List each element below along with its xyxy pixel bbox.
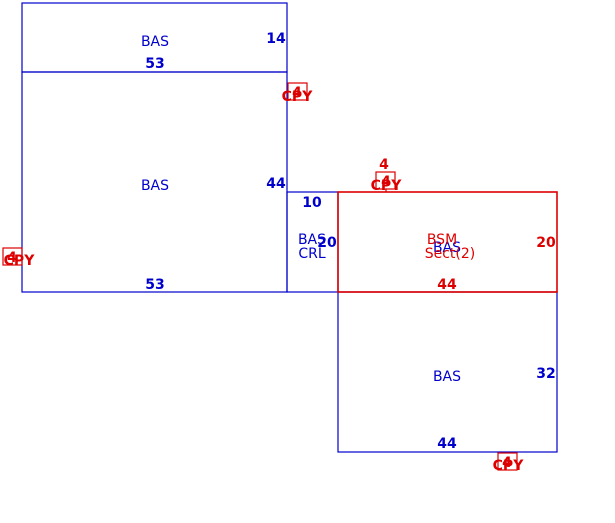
- bsm-label-1: BSM: [427, 232, 457, 248]
- left-bas-area: BAS 44 53: [21, 71, 288, 293]
- top-bas-label: BAS: [141, 34, 169, 50]
- bas-crl-area: 10 BAS CRL 20: [286, 191, 339, 293]
- cpy-box: [2, 247, 23, 266]
- top-bas-height-dim: 14: [266, 31, 286, 47]
- left-bas-outline: [21, 71, 288, 293]
- left-bas-width-dim: 53: [145, 277, 164, 293]
- left-bas-height-dim: 44: [266, 176, 286, 192]
- cpy-label: CPY: [371, 178, 403, 194]
- cpy-label: CPY: [493, 458, 525, 474]
- bsm-area: BAS BSM Sect(2) 20 44: [337, 191, 558, 293]
- left-bas-label: BAS: [141, 178, 169, 194]
- cpy-box: [497, 452, 518, 471]
- bsm-overlay-bas-label: BAS: [433, 240, 461, 256]
- cpy-glyph: 4: [292, 85, 302, 101]
- cpy-label: CPY: [282, 89, 314, 105]
- lower-bas-height-dim: 32: [536, 366, 555, 382]
- cpy-glyph: 4: [381, 174, 391, 190]
- cpy-step-dim: 4: [379, 157, 389, 173]
- bsm-height-dim: 20: [536, 235, 556, 251]
- cpy-label: CPY: [4, 253, 36, 269]
- cpy-glyph: 4: [7, 250, 17, 266]
- bas-crl-label-2: CRL: [298, 246, 326, 262]
- bsm-label-2: Sect(2): [425, 246, 476, 262]
- bas-crl-height-dim: 20: [317, 235, 337, 251]
- cpy-marker-left: 4 CPY: [2, 247, 36, 269]
- cpy-marker-lower: 4 CPY: [493, 452, 525, 474]
- bas-crl-width-dim: 10: [302, 195, 322, 211]
- cpy-box: [287, 82, 308, 101]
- bas-crl-label-1: BAS: [298, 232, 326, 248]
- cpy-marker-upper: 4 CPY: [282, 82, 314, 105]
- bsm-width-dim: 44: [437, 277, 457, 293]
- cpy-glyph: 4: [502, 455, 512, 471]
- top-bas-width-dim: 53: [145, 56, 164, 72]
- lower-bas-width-dim: 44: [437, 436, 457, 452]
- bsm-outline: [337, 191, 558, 293]
- cpy-marker-bsm: 4 4 CPY: [371, 157, 403, 194]
- lower-bas-label: BAS: [433, 369, 461, 385]
